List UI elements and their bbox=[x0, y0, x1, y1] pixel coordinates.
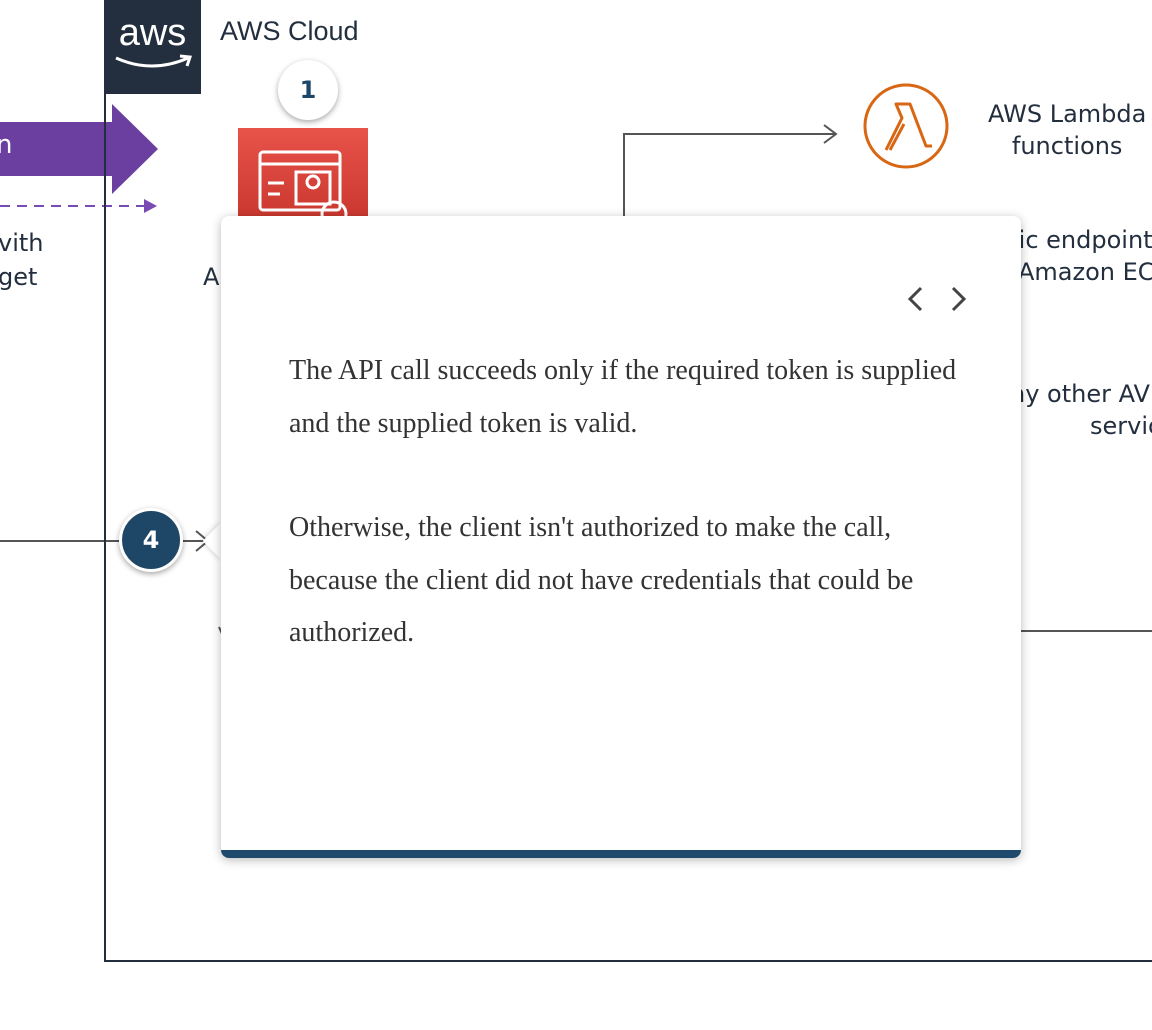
popup-body: The API call succeeds only if the requir… bbox=[289, 345, 969, 660]
other-service-line2: service bbox=[1090, 412, 1152, 440]
popup-paragraph-1: The API call succeeds only if the requir… bbox=[289, 355, 957, 439]
left-label: vith get bbox=[0, 226, 44, 294]
popup-accent-bar bbox=[221, 850, 1021, 858]
lambda-icon bbox=[862, 82, 950, 170]
purple-banner-arrow bbox=[0, 104, 158, 194]
dashed-arrow-head bbox=[144, 199, 157, 213]
endpoint-label: lic endpoint Amazon EC bbox=[1012, 224, 1152, 288]
lambda-label: AWS Lambda functions bbox=[988, 98, 1146, 162]
cloud-title: AWS Cloud bbox=[220, 16, 359, 46]
aws-logo-text: aws bbox=[118, 12, 187, 54]
lambda-label-line1: AWS Lambda bbox=[988, 100, 1147, 128]
lambda-connector bbox=[623, 133, 836, 216]
aws-smile-icon bbox=[115, 54, 193, 68]
step-4-badge[interactable]: 4 bbox=[119, 508, 183, 572]
left-label-line1: vith bbox=[0, 229, 44, 257]
other-service-label: ny other AV service bbox=[1010, 378, 1152, 442]
aws-logo: aws bbox=[104, 0, 201, 94]
info-popup bbox=[221, 216, 1021, 858]
chevron-left-icon bbox=[907, 286, 923, 312]
previous-button[interactable] bbox=[900, 282, 930, 316]
endpoint-label-line2: Amazon EC bbox=[1018, 258, 1152, 286]
service-partial-label: A bbox=[203, 263, 220, 291]
chevron-right-icon bbox=[951, 286, 967, 312]
aws-cloud-boundary bbox=[104, 0, 1152, 962]
step-1-badge[interactable]: 1 bbox=[278, 60, 338, 120]
other-service-line1: ny other AV bbox=[1010, 380, 1150, 408]
left-label-line2: get bbox=[0, 263, 38, 291]
banner-text: n bbox=[0, 130, 13, 160]
api-gateway-tile bbox=[238, 128, 368, 228]
lambda-label-line2: functions bbox=[1011, 132, 1123, 160]
next-button[interactable] bbox=[944, 282, 974, 316]
lambda-connector-head bbox=[823, 124, 838, 144]
popup-paragraph-2: Otherwise, the client isn't authorized t… bbox=[289, 512, 914, 648]
api-gateway-icon bbox=[258, 150, 348, 228]
endpoint-label-line1: lic endpoint bbox=[1012, 226, 1152, 254]
